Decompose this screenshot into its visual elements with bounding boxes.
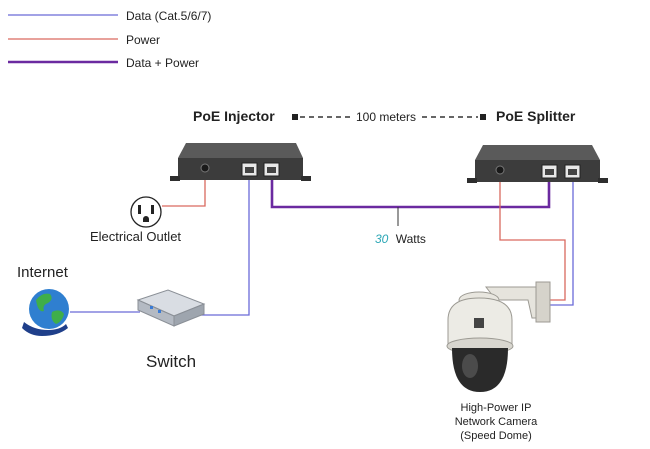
splitter-front-face — [475, 160, 600, 182]
camera-logo — [474, 318, 484, 328]
splitter-flange-left — [467, 178, 477, 183]
injector-flange-left — [170, 176, 180, 181]
poe-splitter-device — [467, 145, 608, 183]
internet-label: Internet — [17, 264, 69, 281]
camera-label-line-1: High-Power IP — [461, 402, 532, 414]
internet-globe-icon — [22, 289, 69, 336]
power-line-outlet-injector — [162, 178, 206, 207]
outlet-slot-right — [151, 205, 154, 214]
injector-title: PoE Injector — [193, 108, 275, 124]
legend: Data (Cat.5/6/7) Power Data + Power — [8, 9, 211, 70]
data-line-splitter-camera — [548, 182, 574, 306]
switch-led-1 — [150, 306, 153, 309]
camera-label-line-2: Network Camera — [455, 416, 538, 428]
legend-label-data-power: Data + Power — [126, 56, 199, 70]
watts-value: 30 — [375, 232, 389, 246]
splitter-top-face — [475, 145, 600, 160]
speed-dome-camera-icon — [446, 281, 551, 392]
distance-marker-left — [292, 114, 298, 120]
legend-label-power: Power — [126, 33, 160, 47]
electrical-outlet-icon — [130, 196, 162, 228]
splitter-title: PoE Splitter — [496, 108, 576, 124]
camera-label-line-3: (Speed Dome) — [460, 430, 532, 442]
globe-land-1 — [36, 293, 52, 312]
injector-port-poe-out-inner — [267, 167, 276, 173]
injector-front-face — [178, 158, 303, 180]
splitter-port-data-out-inner — [568, 169, 577, 175]
injector-power-jack — [200, 163, 210, 173]
watts-label: 30 Watts — [375, 232, 426, 246]
poe-injector-device — [170, 143, 311, 181]
power-line-splitter-camera — [499, 182, 566, 301]
legend-label-data: Data (Cat.5/6/7) — [126, 9, 211, 23]
camera-dome-highlight — [462, 354, 478, 378]
outlet-ground — [143, 216, 149, 222]
splitter-flange-right — [598, 178, 608, 183]
camera-mount-plate — [535, 281, 551, 323]
switch-led-2 — [158, 310, 161, 313]
outlet-plate — [130, 196, 162, 228]
distance-label: 100 meters — [356, 110, 416, 124]
outlet-slot-left — [138, 205, 141, 214]
data-line-injector-switch — [200, 180, 250, 316]
injector-port-data-in-inner — [245, 167, 254, 173]
splitter-port-poe-in-inner — [545, 169, 554, 175]
splitter-power-jack — [495, 165, 505, 175]
distance-marker-right — [480, 114, 486, 120]
data-power-line — [270, 180, 551, 209]
injector-top-face — [178, 143, 303, 158]
camera-dome — [452, 348, 508, 392]
switch-side — [173, 303, 205, 327]
outlet-label: Electrical Outlet — [90, 229, 181, 244]
switch-icon — [136, 289, 206, 327]
switch-label: Switch — [146, 352, 196, 371]
injector-flange-right — [301, 176, 311, 181]
distance-indicator: 100 meters — [292, 110, 486, 124]
watts-unit: Watts — [396, 232, 426, 246]
globe-land-2 — [51, 310, 64, 324]
globe-hand — [22, 322, 68, 336]
